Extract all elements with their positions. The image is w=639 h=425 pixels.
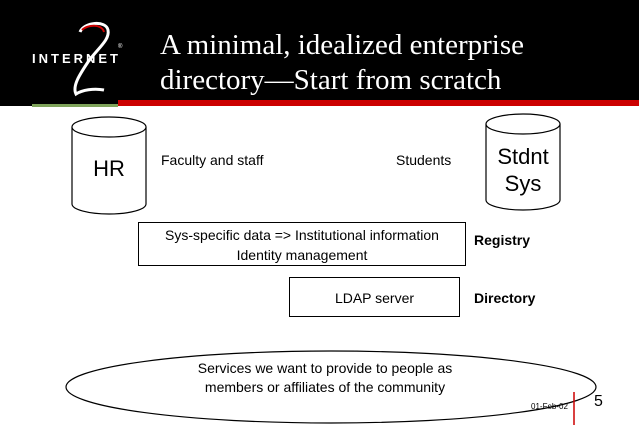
ldap-server-box: LDAP server [289,277,460,317]
student-system-cylinder [485,113,561,211]
student-system-label: Stdnt Sys [486,143,560,197]
faculty-staff-label: Faculty and staff [161,152,264,168]
registry-box-line-1: Sys-specific data => Institutional infor… [165,227,439,243]
title-line-1: A minimal, idealized enterprise [160,29,524,61]
registry-box-line-2: Identity management [236,247,368,263]
logo-trademark: ® [118,44,123,50]
services-line-2: members or affiliates of the community [204,379,446,395]
directory-label: Directory [474,290,536,306]
internet2-logo-mark [73,22,110,97]
red-accent-bar [118,100,639,106]
slide-number: 5 [594,393,603,410]
ldap-server-label: LDAP server [334,290,415,306]
student-system-line-2: Sys [504,171,542,196]
header-banner [0,0,639,106]
students-label: Students [396,152,452,168]
services-ellipse [65,350,597,424]
registry-label: Registry [474,232,531,248]
slide-date: 01-Feb-02 [531,402,568,411]
registry-box: Sys-specific data => Institutional infor… [138,222,466,266]
title-line-2: directory—Start from scratch [160,64,502,96]
hr-database-cylinder [71,116,147,215]
green-accent-bar [32,104,118,107]
student-system-line-1: Stdnt [497,144,549,169]
hr-label: HR [93,156,125,181]
slide-title: A minimal, idealized enterprise director… [160,28,630,98]
services-text: Services we want to provide to people as… [160,359,490,397]
internet2-logo: INTERNET ® [22,18,142,100]
logo-text: INTERNET [32,51,121,66]
services-line-1: Services we want to provide to people as [197,360,453,376]
